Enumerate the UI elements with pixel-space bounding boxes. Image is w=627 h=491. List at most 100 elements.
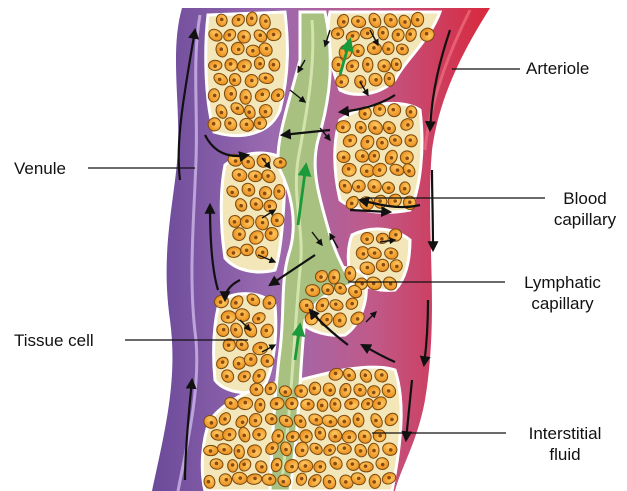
cell-nucleus — [354, 290, 358, 294]
cell-nucleus — [366, 140, 370, 144]
cell-nucleus — [315, 418, 319, 422]
cell-nucleus — [242, 35, 246, 39]
cell-nucleus — [356, 50, 360, 54]
cell-nucleus — [222, 328, 226, 332]
cell-nucleus — [395, 62, 399, 66]
cell-nucleus — [279, 160, 283, 164]
cell-nucleus — [269, 387, 273, 391]
cell-nucleus — [226, 315, 230, 319]
cell-nucleus — [234, 301, 238, 305]
cell-nucleus — [269, 231, 273, 235]
cell-nucleus — [220, 111, 224, 115]
cell-nucleus — [237, 449, 241, 453]
cell-nucleus — [406, 123, 410, 127]
cell-nucleus — [242, 434, 246, 438]
cell-nucleus — [299, 389, 303, 393]
cell-nucleus — [334, 372, 338, 376]
cell-nucleus — [228, 121, 232, 125]
cell-nucleus — [403, 187, 407, 191]
cell-nucleus — [268, 477, 272, 481]
cell-nucleus — [328, 480, 332, 484]
cell-nucleus — [356, 417, 360, 421]
cell-nucleus — [259, 346, 263, 350]
cell-nucleus — [261, 251, 265, 255]
label-lymphatic-capillary-line2: capillary — [505, 293, 620, 314]
cell-nucleus — [291, 435, 295, 439]
cell-nucleus — [396, 33, 400, 37]
cell-nucleus — [237, 48, 241, 52]
cell-nucleus — [268, 301, 272, 305]
cell-nucleus — [264, 19, 268, 23]
cell-nucleus — [382, 263, 386, 267]
cell-nucleus — [264, 110, 268, 114]
cell-nucleus — [408, 138, 412, 142]
label-blood-capillary-line2: capillary — [548, 209, 622, 230]
cell-nucleus — [271, 446, 275, 450]
cell-nucleus — [207, 480, 211, 484]
cell-nucleus — [328, 448, 332, 452]
cell-nucleus — [275, 402, 279, 406]
cell-nucleus — [265, 329, 269, 333]
cell-nucleus — [234, 328, 238, 332]
label-lymphatic-capillary-line1: Lymphatic — [505, 272, 620, 293]
cell-nucleus — [237, 173, 241, 177]
cell-nucleus — [284, 448, 288, 452]
cell-nucleus — [363, 435, 367, 439]
cell-nucleus — [364, 373, 368, 377]
cell-nucleus — [329, 420, 333, 424]
cell-nucleus — [409, 110, 413, 114]
cell-nucleus — [213, 64, 217, 68]
cell-nucleus — [300, 477, 304, 481]
cell-nucleus — [258, 121, 262, 125]
cell-nucleus — [357, 185, 361, 189]
cell-nucleus — [266, 359, 270, 363]
cell-nucleus — [272, 33, 276, 37]
cell-nucleus — [387, 476, 391, 480]
cell-nucleus — [372, 449, 376, 453]
cell-nucleus — [264, 76, 268, 80]
cell-nucleus — [246, 160, 250, 164]
cell-nucleus — [220, 18, 224, 22]
cell-nucleus — [247, 110, 251, 114]
label-interstitial-fluid-line2: fluid — [508, 444, 622, 465]
cell-nucleus — [240, 312, 244, 316]
cell-nucleus — [372, 46, 376, 50]
cell-nucleus — [381, 463, 385, 467]
cell-nucleus — [258, 33, 262, 37]
cell-nucleus — [224, 478, 228, 482]
cell-nucleus — [222, 448, 226, 452]
cell-nucleus — [387, 389, 391, 393]
cell-nucleus — [393, 199, 397, 203]
cell-nucleus — [251, 298, 255, 302]
cell-nucleus — [275, 463, 279, 467]
cell-nucleus — [285, 419, 289, 423]
cell-nucleus — [313, 478, 317, 482]
cell-nucleus — [210, 421, 214, 425]
cell-nucleus — [307, 402, 311, 406]
cell-nucleus — [416, 18, 420, 22]
cell-nucleus — [347, 167, 351, 171]
cell-nucleus — [342, 420, 346, 424]
cell-nucleus — [425, 32, 429, 36]
cell-nucleus — [365, 237, 369, 241]
cell-nucleus — [342, 20, 346, 24]
cell-nucleus — [257, 317, 261, 321]
cell-nucleus — [380, 141, 384, 145]
cell-nucleus — [305, 304, 309, 308]
cell-nucleus — [251, 49, 255, 53]
cell-nucleus — [348, 139, 352, 143]
cell-nucleus — [277, 434, 281, 438]
cell-nucleus — [248, 188, 252, 192]
cell-nucleus — [347, 436, 351, 440]
cell-nucleus — [229, 92, 233, 96]
cell-nucleus — [209, 449, 213, 453]
cell-nucleus — [328, 389, 332, 393]
cell-nucleus — [390, 418, 394, 422]
cell-nucleus — [358, 388, 362, 392]
cell-nucleus — [319, 465, 323, 469]
label-arteriole: Arteriole — [526, 58, 589, 79]
cell-nucleus — [396, 168, 400, 172]
cell-nucleus — [350, 64, 354, 68]
cell-nucleus — [257, 433, 261, 437]
label-lymphatic-capillary: Lymphatic capillary — [505, 272, 620, 314]
